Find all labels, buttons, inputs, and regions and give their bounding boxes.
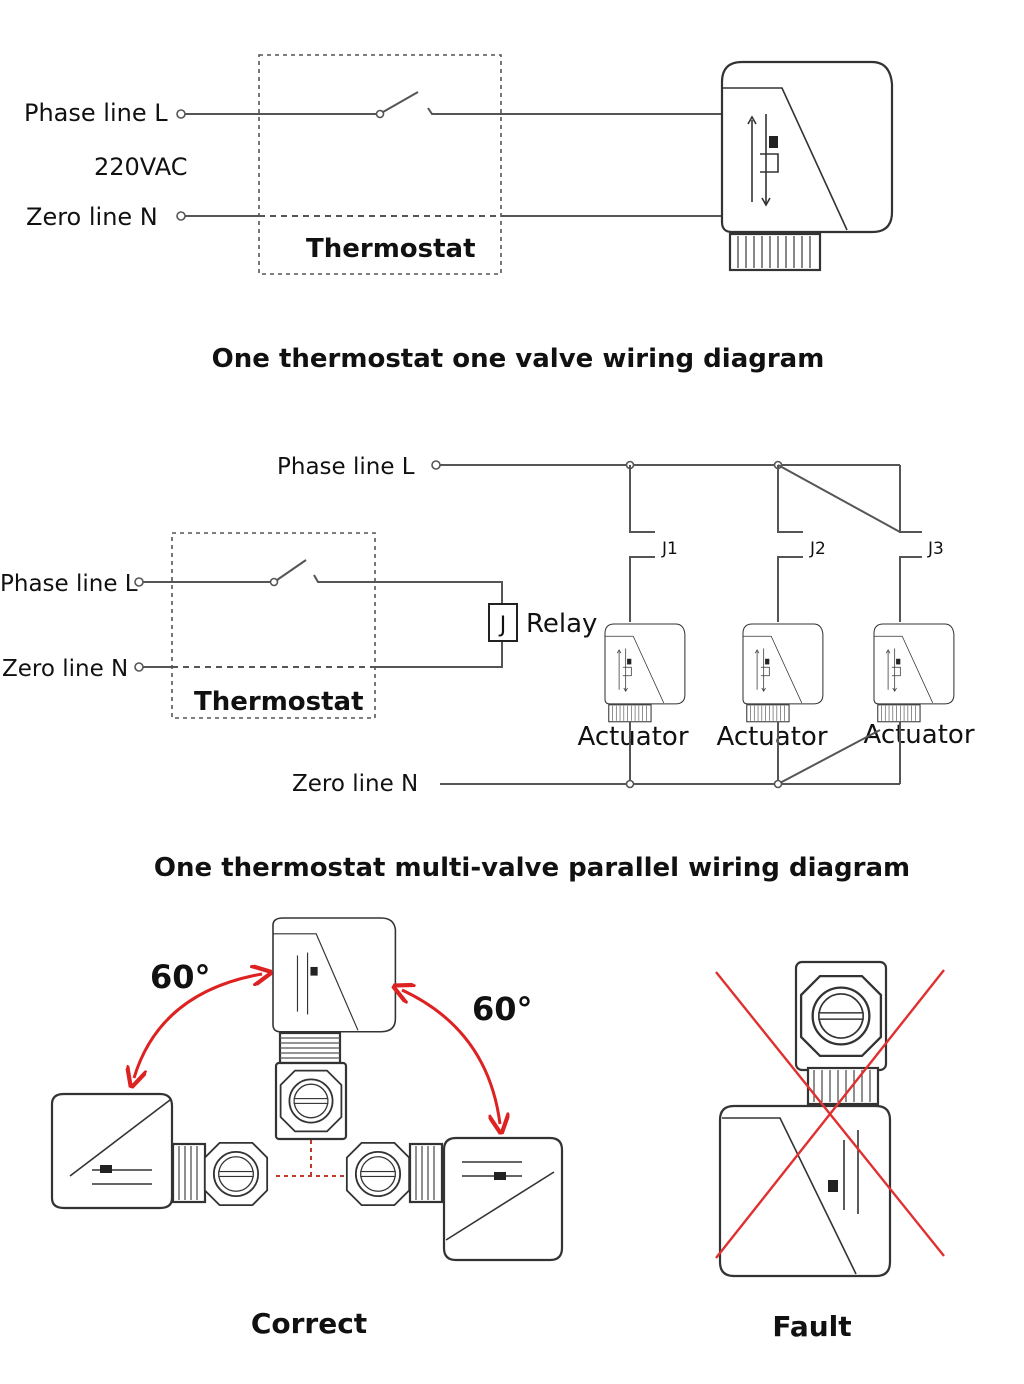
nut-right: [345, 1141, 411, 1207]
actuator-label-1: Actuator: [577, 722, 688, 752]
angle-left-label: 60°: [150, 958, 211, 996]
relay-coil: [488, 603, 518, 642]
zero-line-label: Zero line N: [26, 203, 158, 231]
actuator-label-2: Actuator: [716, 722, 827, 752]
relay-symbol: J: [498, 613, 507, 638]
phase-terminal: [176, 109, 186, 119]
thermostat-label: Thermostat: [306, 234, 476, 264]
fault-cross-mark: [715, 969, 945, 1259]
contact-j3: J3: [927, 539, 944, 559]
contact-j1: J1: [661, 539, 678, 559]
thermostat-box: [258, 54, 502, 275]
single-valve-diagram: Phase line L 220VAC Zero line N Thermost…: [24, 54, 894, 374]
thermostat-switch-2: [276, 559, 307, 581]
angle-arrow-right: [402, 990, 500, 1124]
correct-label: Correct: [251, 1307, 367, 1340]
relay-label: Relay: [526, 609, 597, 639]
fault-label: Fault: [772, 1310, 851, 1343]
zero-terminal: [176, 211, 186, 221]
thermostat-switch: [382, 91, 419, 113]
fault-assembly: [718, 960, 892, 1278]
actuator-icon-left: [50, 1092, 174, 1210]
actuator-icon-right: [442, 1136, 564, 1262]
phase-line-left-label: Phase line L: [0, 571, 138, 597]
actuator-label-3: Actuator: [863, 720, 974, 750]
zero-line-bottom-label: Zero line N: [292, 771, 418, 797]
caption-single: One thermostat one valve wiring diagram: [212, 344, 825, 374]
actuator-icon-top: [272, 917, 397, 1033]
thermostat-box-2: [171, 532, 376, 719]
caption-multi: One thermostat multi-valve parallel wiri…: [154, 853, 910, 883]
actuator-icon-2: [742, 623, 824, 723]
zero-line-left-label: Zero line N: [2, 656, 128, 682]
thermostat-label-2: Thermostat: [194, 687, 364, 717]
actuator-icon-1: [604, 623, 686, 723]
multi-valve-diagram: Phase line L J1 J2 J3 Phase line L Zero …: [0, 454, 975, 883]
angle-right-label: 60°: [472, 990, 533, 1028]
actuator-icon-3: [873, 623, 955, 723]
angle-arrow-left: [134, 974, 262, 1078]
voltage-label: 220VAC: [94, 153, 187, 181]
installation-orientation: 60° 60° Correct Fault: [50, 917, 945, 1343]
phase-line-label: Phase line L: [24, 99, 168, 127]
actuator-icon: [720, 60, 894, 272]
alignment-guide: [276, 1140, 345, 1177]
nut-top: [279, 1069, 343, 1133]
contact-j2: J2: [809, 539, 826, 559]
phase-line-top-label: Phase line L: [277, 454, 415, 480]
nut-left: [203, 1141, 269, 1207]
